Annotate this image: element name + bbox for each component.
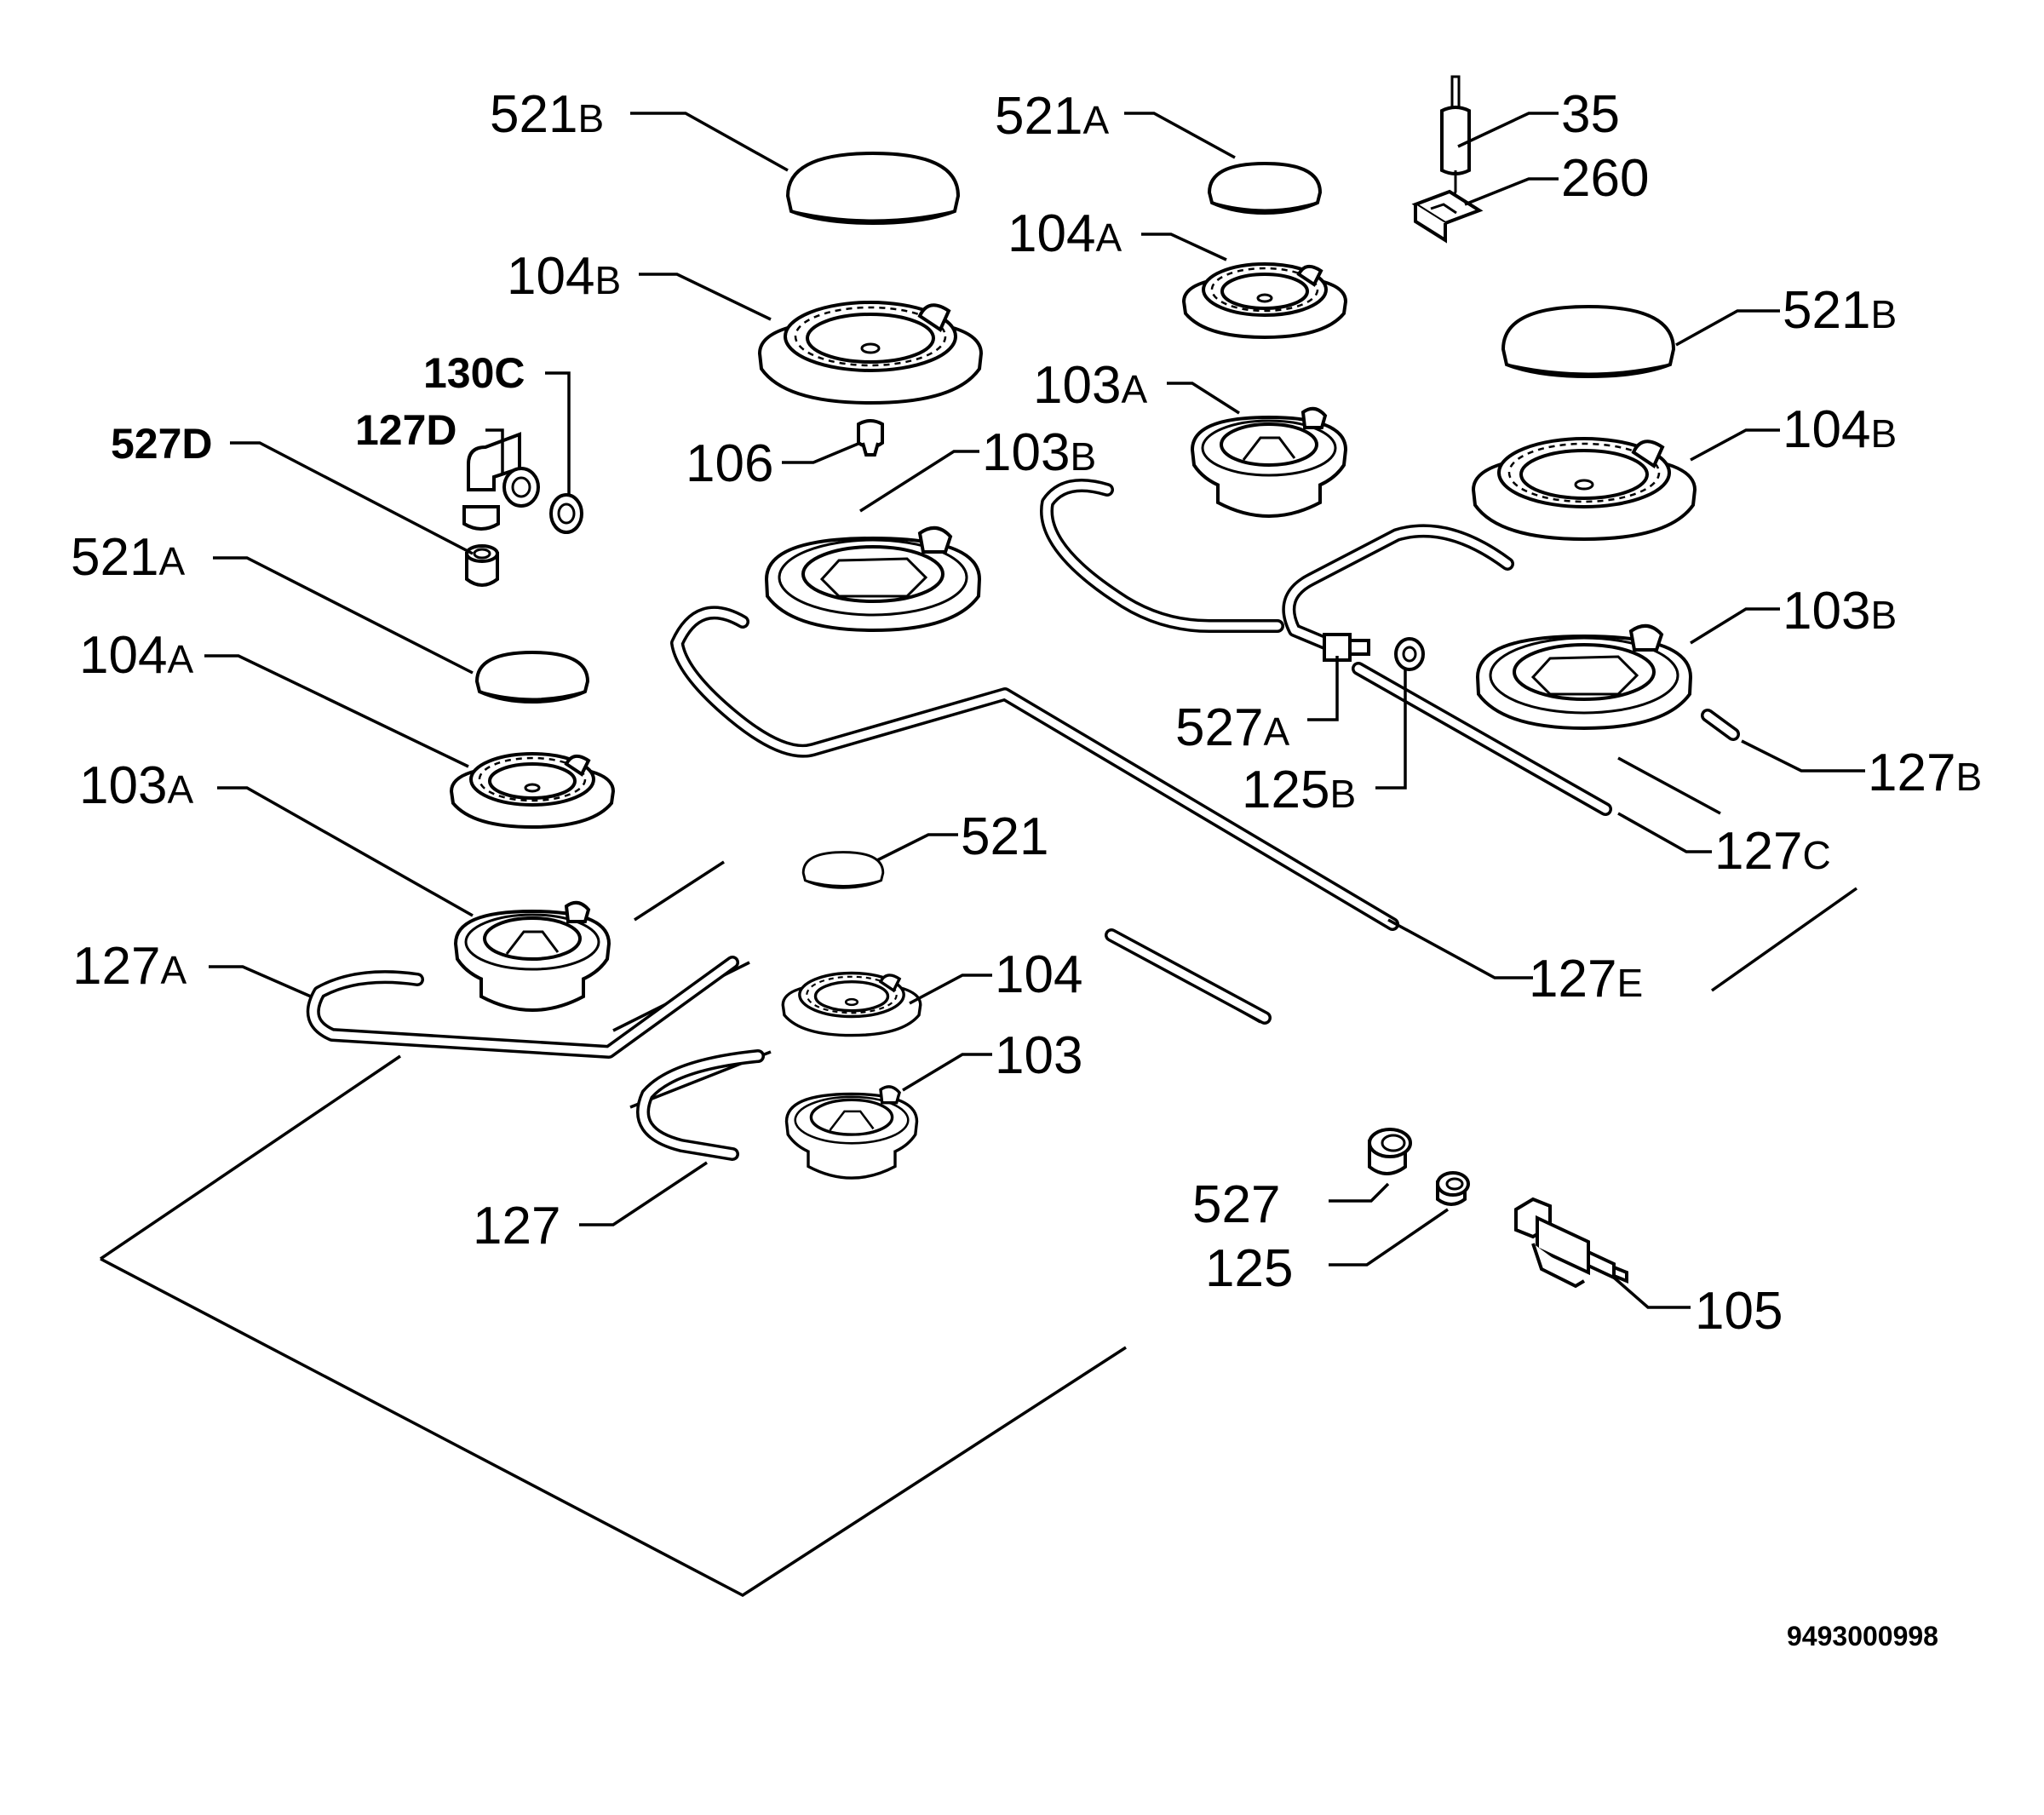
label-104A-top: 104A (1008, 204, 1122, 263)
label-521A-left: 521A (71, 528, 185, 587)
drawing-code: 9493000998 (1787, 1621, 1938, 1651)
burner-cap-521B-right (1501, 305, 1675, 378)
label-106: 106 (686, 434, 773, 493)
label-521A-top: 521A (995, 87, 1109, 146)
label-35: 35 (1561, 85, 1620, 144)
burner-crown-104B-right (1472, 437, 1697, 541)
label-104B-top: 104B (507, 247, 621, 306)
label-125B: 125B (1242, 761, 1356, 819)
olive-125B (1394, 637, 1425, 671)
label-527D: 527D (111, 420, 213, 468)
nut-527 (1368, 1128, 1412, 1175)
burner-cap-521B-top (786, 152, 960, 225)
label-127A: 127A (72, 937, 187, 996)
nut-527D (465, 544, 499, 587)
burner-base-103A-top (1191, 406, 1347, 518)
label-104A-left: 104A (79, 626, 193, 685)
burner-base-103B-right (1476, 623, 1692, 730)
nut-527A (1323, 633, 1370, 662)
burner-base-103A-left (454, 900, 611, 1012)
label-260: 260 (1561, 149, 1649, 208)
injector-106 (857, 419, 884, 457)
label-103B-right: 103B (1783, 582, 1897, 640)
label-527: 527 (1192, 1175, 1280, 1234)
clip-260 (1411, 189, 1484, 244)
label-103B-mid: 103B (982, 423, 1096, 482)
label-521B-right: 521B (1783, 281, 1897, 340)
washer-130C (549, 493, 583, 534)
label-103: 103 (995, 1026, 1082, 1085)
label-521B-top: 521B (490, 85, 604, 144)
label-103A-left: 103A (79, 756, 193, 815)
label-527A: 527A (1175, 698, 1289, 757)
burner-crown-104A-left (450, 752, 615, 829)
label-127E: 127E (1529, 950, 1643, 1008)
elbow-fitting-127D (462, 432, 540, 531)
label-104B-right: 104B (1783, 400, 1897, 459)
label-103A-top: 103A (1033, 356, 1147, 415)
label-127B: 127B (1868, 744, 1982, 802)
leader-lines (204, 112, 1865, 1309)
burner-base-103 (784, 1085, 919, 1180)
label-125: 125 (1205, 1239, 1293, 1298)
part-labels: 521B 521A 35 260 104B 104A 521B 130C 127… (71, 85, 1982, 1341)
olive-125 (1436, 1171, 1470, 1206)
label-104: 104 (995, 945, 1082, 1004)
burner-crown-104A-top (1182, 262, 1347, 339)
burner-base-103B-mid (765, 526, 981, 632)
label-127: 127 (473, 1197, 560, 1255)
label-130C: 130C (423, 349, 525, 397)
burner-crown-104 (781, 971, 922, 1037)
thermocouple-35 (1440, 75, 1471, 205)
label-127C: 127C (1714, 822, 1831, 881)
burner-cap-521A-left (475, 651, 589, 704)
valve-105 (1514, 1197, 1628, 1289)
burner-cap-521 (801, 851, 885, 889)
label-521: 521 (961, 807, 1048, 866)
burner-cap-521A-top (1208, 162, 1322, 215)
label-105: 105 (1695, 1282, 1783, 1341)
gas-tubes (306, 479, 1740, 1161)
label-127D: 127D (355, 406, 457, 454)
burner-crown-104B-top (758, 301, 983, 405)
